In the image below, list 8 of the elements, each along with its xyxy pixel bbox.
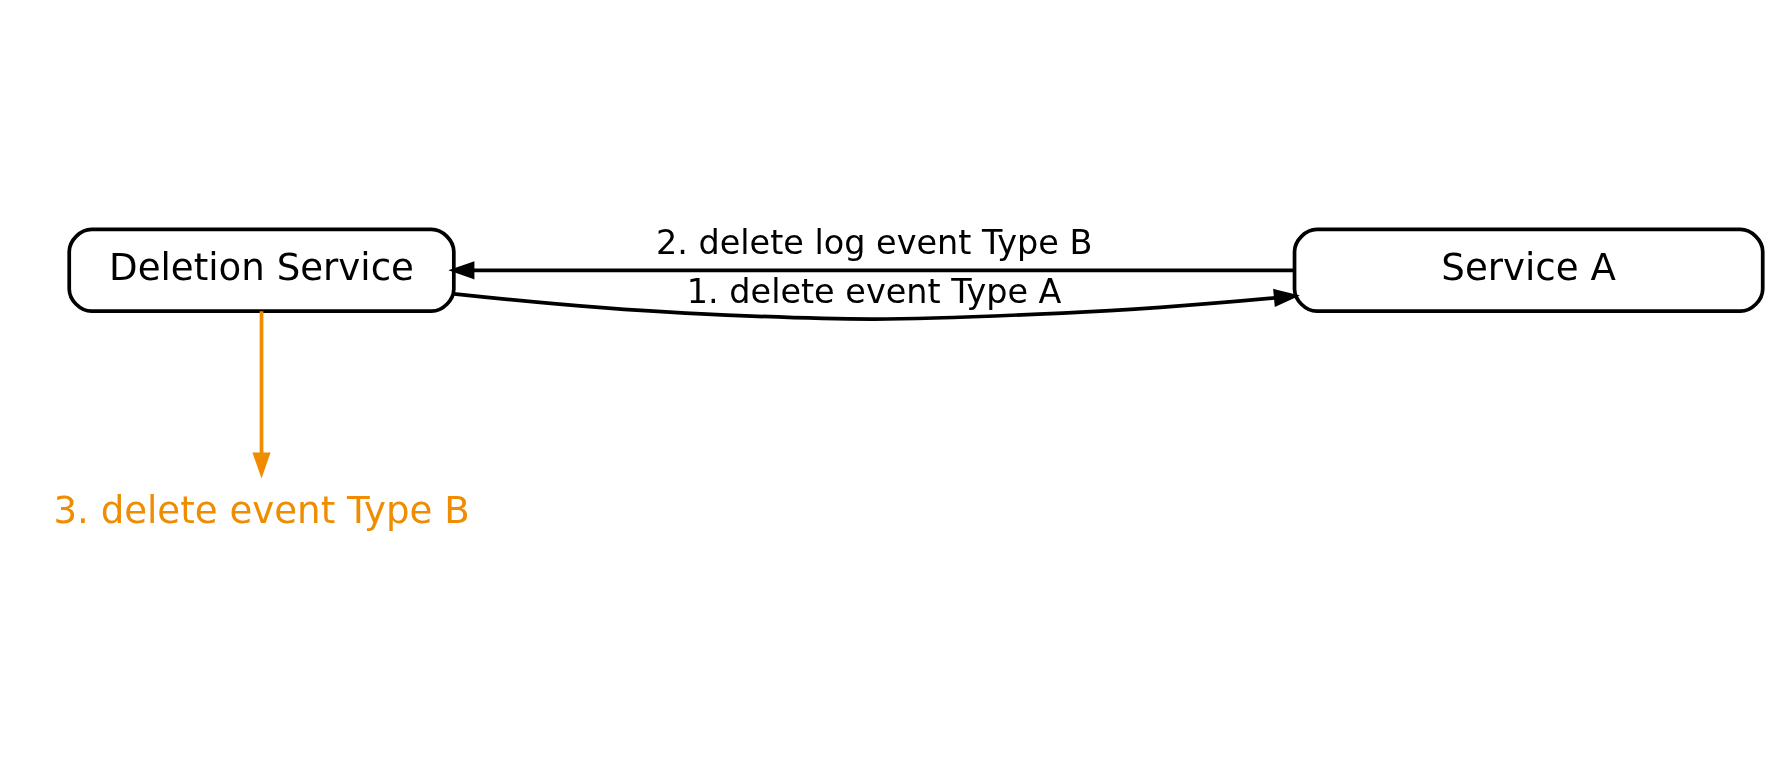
arrow xyxy=(448,260,1295,279)
node-text: 3. delete event Type B xyxy=(53,488,470,532)
node-box: Service A xyxy=(1292,227,1765,313)
edge-label: 2. delete log event Type B xyxy=(656,222,1093,262)
arrow xyxy=(252,310,271,478)
arrow xyxy=(453,288,1300,321)
node-box: Deletion Service xyxy=(67,227,456,313)
edge-label: 1. delete event Type A xyxy=(686,271,1062,311)
